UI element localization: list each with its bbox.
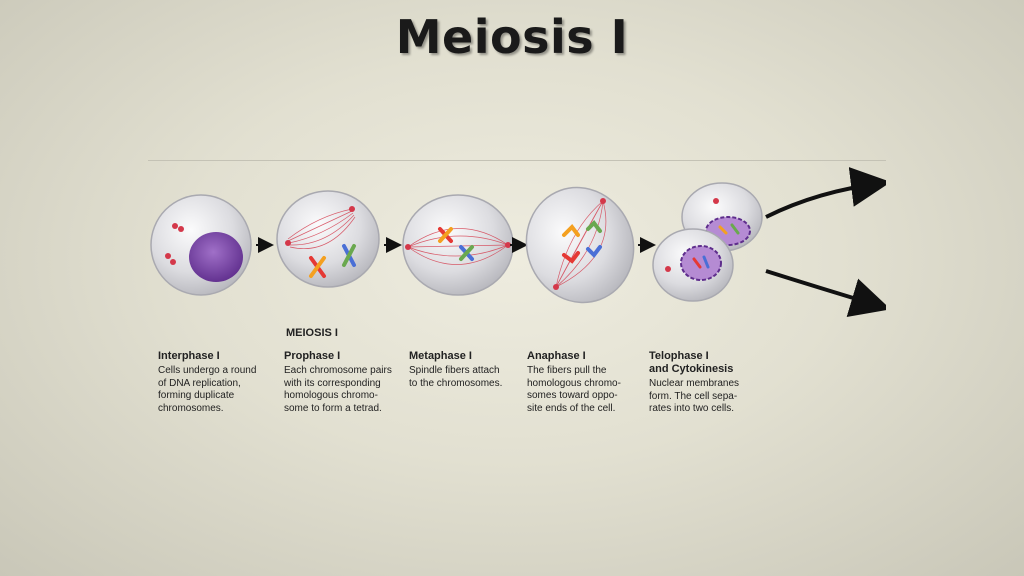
nucleus [189, 232, 243, 282]
stage-description: Each chromosome pairs with its correspon… [284, 365, 392, 414]
centrosome [349, 206, 355, 212]
centrosome [285, 240, 291, 246]
stage-prophase: Prophase I Each chromosome pairs with it… [284, 350, 406, 415]
centrosome [405, 244, 411, 250]
centrosome [600, 198, 606, 204]
separating-chromosomes [562, 219, 602, 264]
centrosome [665, 266, 671, 272]
nuclear-membrane [680, 245, 722, 281]
spindle-fibers [407, 228, 509, 265]
stage-name: Anaphase I [527, 350, 586, 362]
stage-description: Nuclear membranes form. The cell sepa- r… [649, 378, 740, 414]
centrosome [172, 223, 184, 232]
stage-metaphase: Metaphase I Spindle fibers attach to the… [409, 350, 531, 390]
centrosome [553, 284, 559, 290]
chromosomes [718, 223, 740, 235]
stage-telophase: Telophase I and Cytokinesis Nuclear memb… [649, 350, 771, 416]
prophase-cell [276, 190, 380, 288]
stage-description: Cells undergo a round of DNA replication… [158, 365, 257, 414]
slide-title: Meiosis I [395, 10, 629, 64]
chromosome-pair [459, 245, 474, 261]
stage-interphase: Interphase I Cells undergo a round of DN… [158, 350, 280, 415]
meiosis-cell-diagram [150, 167, 886, 317]
interphase-cell [150, 194, 252, 296]
metaphase-cell [402, 194, 514, 296]
tetrad [309, 256, 326, 278]
centrosome [713, 198, 719, 204]
stage-name: Metaphase I [409, 350, 472, 362]
stage-name: Prophase I [284, 350, 341, 362]
chromosome-pair [438, 227, 453, 243]
centrosome [505, 242, 511, 248]
meiosis-figure [148, 160, 886, 431]
chromosomes [692, 255, 710, 269]
stage-anaphase: Anaphase I The fibers pull the homologou… [527, 350, 649, 415]
telophase-cell-bottom [652, 228, 734, 302]
stage-description: The fibers pull the homologous chromo- s… [527, 365, 621, 414]
stage-name: Telophase I and Cytokinesis [649, 350, 734, 375]
spindle-fibers [287, 208, 356, 250]
anaphase-cell [525, 186, 635, 304]
outcome-arrow-top [765, 167, 886, 219]
tetrad [342, 244, 356, 267]
section-label: MEIOSIS I [286, 327, 338, 339]
centrosome [165, 253, 176, 265]
outcome-arrow-bottom [765, 269, 886, 317]
stage-name: Interphase I [158, 350, 220, 362]
stage-description: Spindle fibers attach to the chromosomes… [409, 365, 503, 389]
